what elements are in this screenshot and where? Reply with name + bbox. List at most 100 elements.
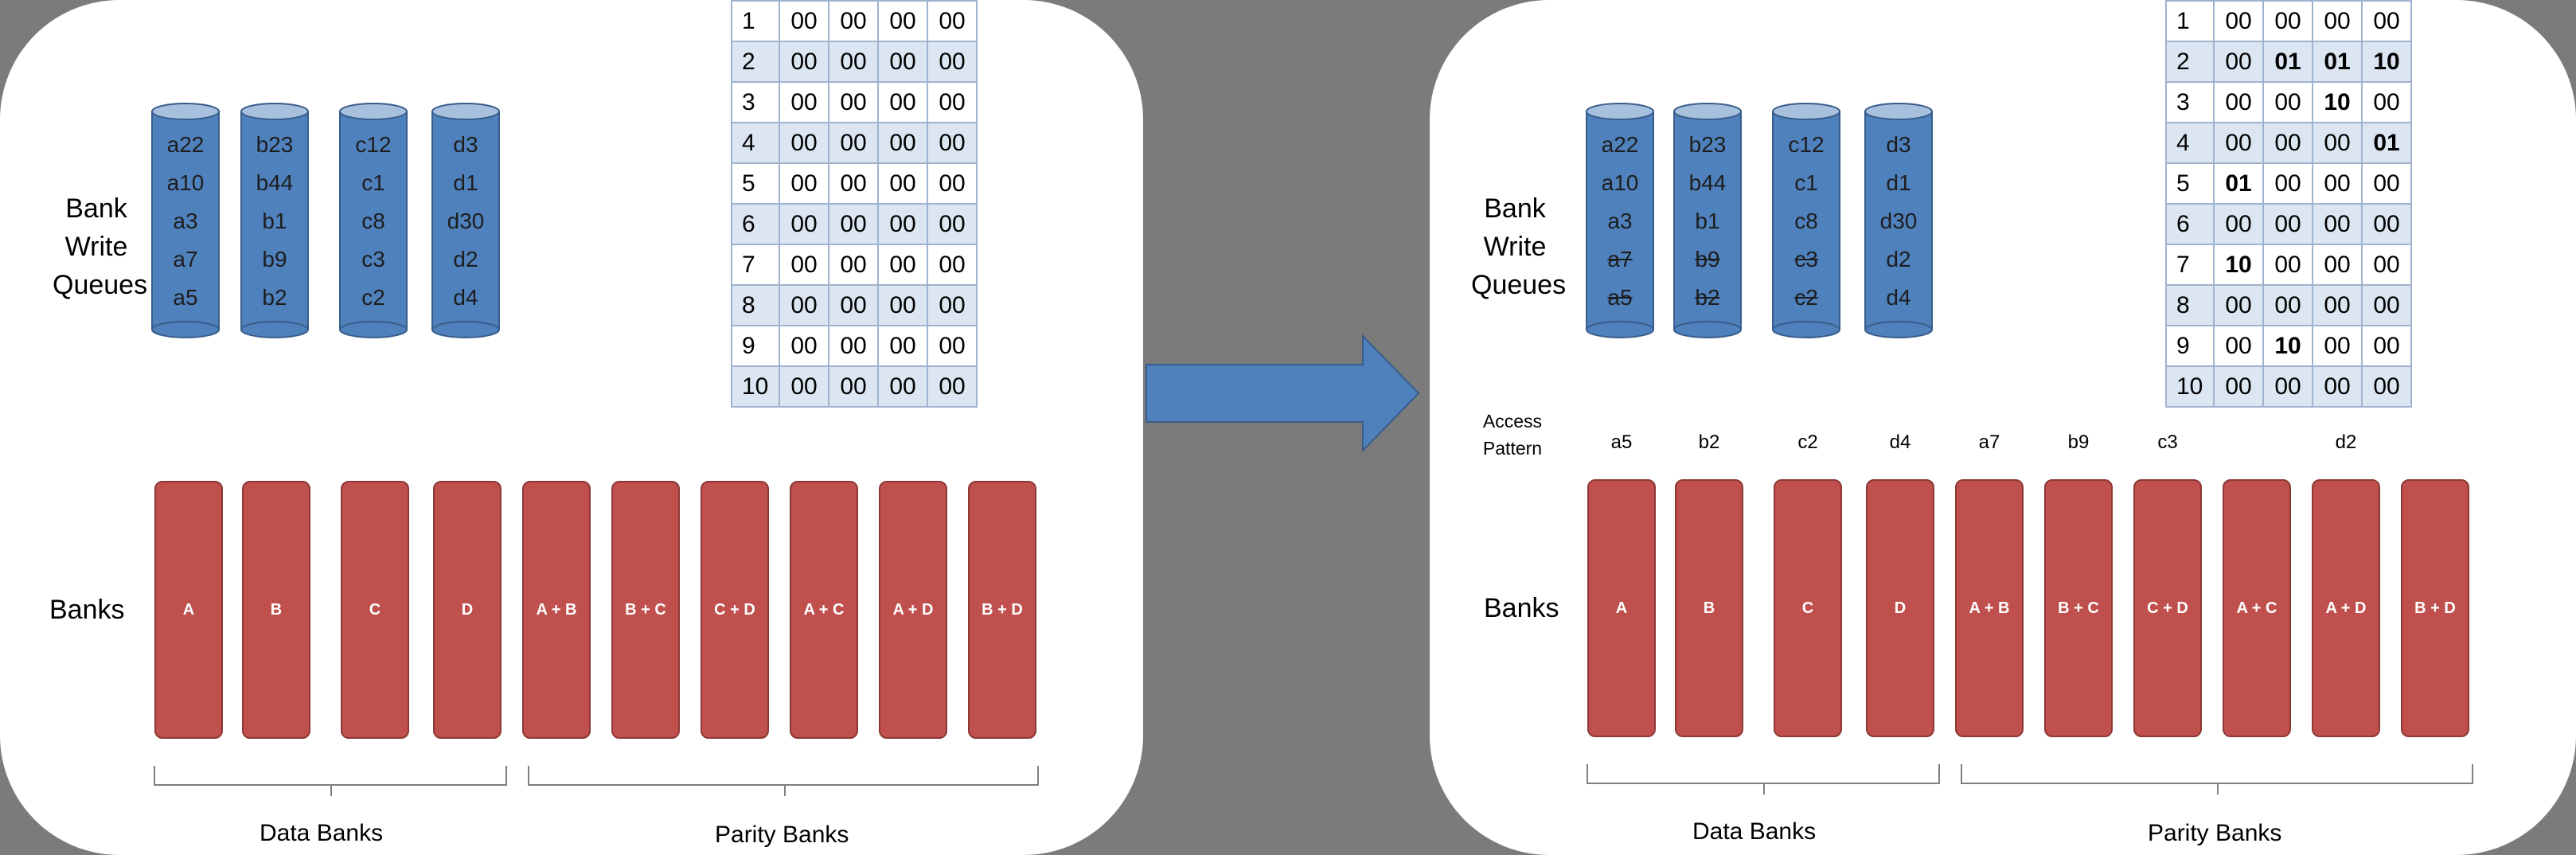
bank-label: A	[1615, 599, 1628, 617]
data-bank: C	[341, 481, 409, 739]
queue-item: a3	[173, 209, 198, 233]
table-cell: 01	[2361, 122, 2412, 164]
access-pattern-item: b2	[1698, 431, 1720, 453]
table-cell: 00	[2312, 365, 2363, 408]
table-cell: 00	[828, 284, 879, 326]
queue-item: b44	[256, 170, 294, 195]
queue-item: c8	[1794, 209, 1818, 233]
table-cell: 00	[877, 41, 928, 83]
label-line: Write	[64, 232, 128, 262]
table-cell: 00	[2262, 203, 2313, 245]
queue-item: c12	[1788, 132, 1825, 157]
row-index-cell: 9	[2165, 325, 2215, 367]
table-cell: 00	[2213, 122, 2264, 164]
row-index-cell: 2	[2165, 41, 2215, 83]
queue-item: a3	[1607, 209, 1633, 233]
table-cell: 00	[2213, 365, 2264, 408]
table-cell: 00	[2262, 284, 2313, 326]
bank-label: C	[369, 600, 381, 619]
row-index-cell: 8	[2165, 284, 2215, 326]
table-cell: 00	[2361, 162, 2412, 205]
label-line: Queues	[1471, 270, 1567, 300]
queue-item: c1	[361, 170, 385, 195]
bank-label: B + C	[625, 600, 666, 619]
data-banks-brace	[1587, 764, 1940, 794]
parity-bank: A + B	[522, 481, 591, 739]
table-cell: 00	[779, 41, 829, 83]
table-cell: 00	[779, 365, 829, 408]
table-cell: 00	[828, 41, 879, 83]
table-cell: 01	[2312, 41, 2363, 83]
access-pattern-label: Access Pattern	[1481, 408, 1544, 462]
row-index-cell: 3	[2165, 81, 2215, 123]
queue-cylinder-icon	[240, 103, 309, 338]
table-cell: 10	[2262, 325, 2313, 367]
queue-item: d1	[1886, 170, 1911, 195]
queue-item: c1	[1794, 170, 1818, 195]
row-index-cell: 3	[731, 81, 780, 123]
table-cell: 00	[877, 162, 928, 205]
parity-bank: B + D	[968, 481, 1036, 739]
queue-item: c3	[361, 247, 385, 271]
table-cell: 00	[927, 41, 978, 83]
queue-item: b1	[262, 209, 287, 233]
queue-item: d1	[453, 170, 478, 195]
row-index-cell: 2	[731, 41, 780, 83]
bank-label: C + D	[2147, 599, 2188, 617]
table-cell: 00	[877, 81, 928, 123]
queue-item: d30	[1879, 209, 1918, 233]
table-cell: 00	[2361, 284, 2412, 326]
data-bank: A	[1587, 479, 1656, 737]
table-cell: 00	[877, 244, 928, 286]
row-index-cell: 4	[731, 122, 780, 164]
parity-bank: B + C	[2044, 479, 2113, 737]
data-bank: D	[1866, 479, 1934, 737]
parity-bank: C + D	[2133, 479, 2202, 737]
queue-item: d2	[1886, 247, 1911, 271]
group-braces	[1587, 764, 2473, 794]
table-cell: 10	[2312, 81, 2363, 123]
queue-cylinder-icon	[339, 103, 408, 338]
parity-bank: A + B	[1955, 479, 2024, 737]
table-cell: 00	[2262, 81, 2313, 123]
queue-item: a5	[173, 285, 198, 310]
table-cell: 00	[2262, 0, 2313, 42]
access-pattern-item: d4	[1889, 431, 1911, 453]
banks-label: Banks	[49, 595, 125, 625]
table-cell: 01	[2213, 162, 2264, 205]
queue-item: c3	[1794, 247, 1818, 271]
table-cell: 00	[828, 81, 879, 123]
table-cell: 00	[2262, 162, 2313, 205]
table-cell: 00	[828, 244, 879, 286]
queue-item: a5	[1607, 285, 1633, 310]
queue-item: b23	[1688, 132, 1727, 157]
queue-item: b1	[1695, 209, 1720, 233]
access-pattern-item: c3	[2157, 431, 2178, 453]
row-index-cell: 7	[2165, 244, 2215, 286]
access-pattern-item: d2	[2335, 431, 2357, 453]
row-index-cell: 10	[731, 365, 780, 408]
row-index-cell: 10	[2165, 365, 2215, 408]
table-cell: 01	[2262, 41, 2313, 83]
table-cell: 00	[927, 122, 978, 164]
table-cell: 00	[828, 365, 879, 408]
parity-bank: A + D	[2312, 479, 2380, 737]
parity-bank: A + D	[879, 481, 947, 739]
